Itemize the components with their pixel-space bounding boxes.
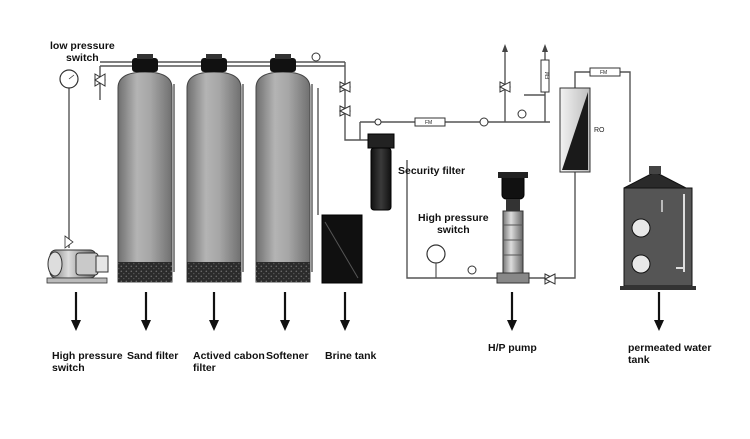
- softener-tank: [255, 54, 311, 283]
- brine-tank-label: Brine tank: [325, 350, 377, 362]
- low-pressure-switch-label: low pressure switch: [50, 40, 115, 64]
- permeated-water-tank: [620, 166, 696, 290]
- high-pressure-switch-left-label: High pressure switch: [52, 350, 123, 374]
- carbon-filter-label: Actived cabon filter: [193, 350, 265, 374]
- ro-feed-valves: [479, 81, 527, 127]
- high-pressure-switch-mid-label: High pressure switch: [418, 212, 489, 236]
- flowmeter-concentrate: FM: [540, 59, 551, 93]
- hp-pump: [496, 172, 557, 285]
- carbon-filter-tank: [186, 54, 242, 283]
- ro-membrane: RO: [559, 87, 605, 173]
- sand-filter-label: Sand filter: [127, 350, 179, 362]
- callout-arrows: [71, 292, 664, 331]
- brine-tank: [321, 214, 363, 284]
- security-filter: [367, 133, 395, 211]
- low-pressure-switch-gauge: [59, 69, 79, 89]
- ro-label: RO: [594, 127, 605, 134]
- pretreat-valves: [338, 81, 382, 126]
- flowmeter-permeate: FM: [589, 67, 621, 77]
- high-pressure-switch-gauge: [426, 244, 477, 278]
- hp-pump-label: H/P pump: [488, 342, 537, 354]
- inlet-valve: [94, 73, 106, 87]
- softener-gauge: [311, 52, 321, 62]
- flowmeter-concentrate-label: FM: [545, 72, 551, 79]
- flowmeter-feed: FM: [414, 117, 446, 127]
- flowmeter-permeate-label: FM: [600, 70, 607, 76]
- permeated-water-tank-label: permeated water tank: [628, 342, 712, 366]
- feed-pump: [46, 235, 109, 284]
- flowmeter-feed-label: FM: [425, 120, 432, 126]
- sand-filter-tank: [117, 54, 173, 283]
- softener-label: Softener: [266, 350, 309, 362]
- security-filter-label: Security filter: [398, 165, 466, 177]
